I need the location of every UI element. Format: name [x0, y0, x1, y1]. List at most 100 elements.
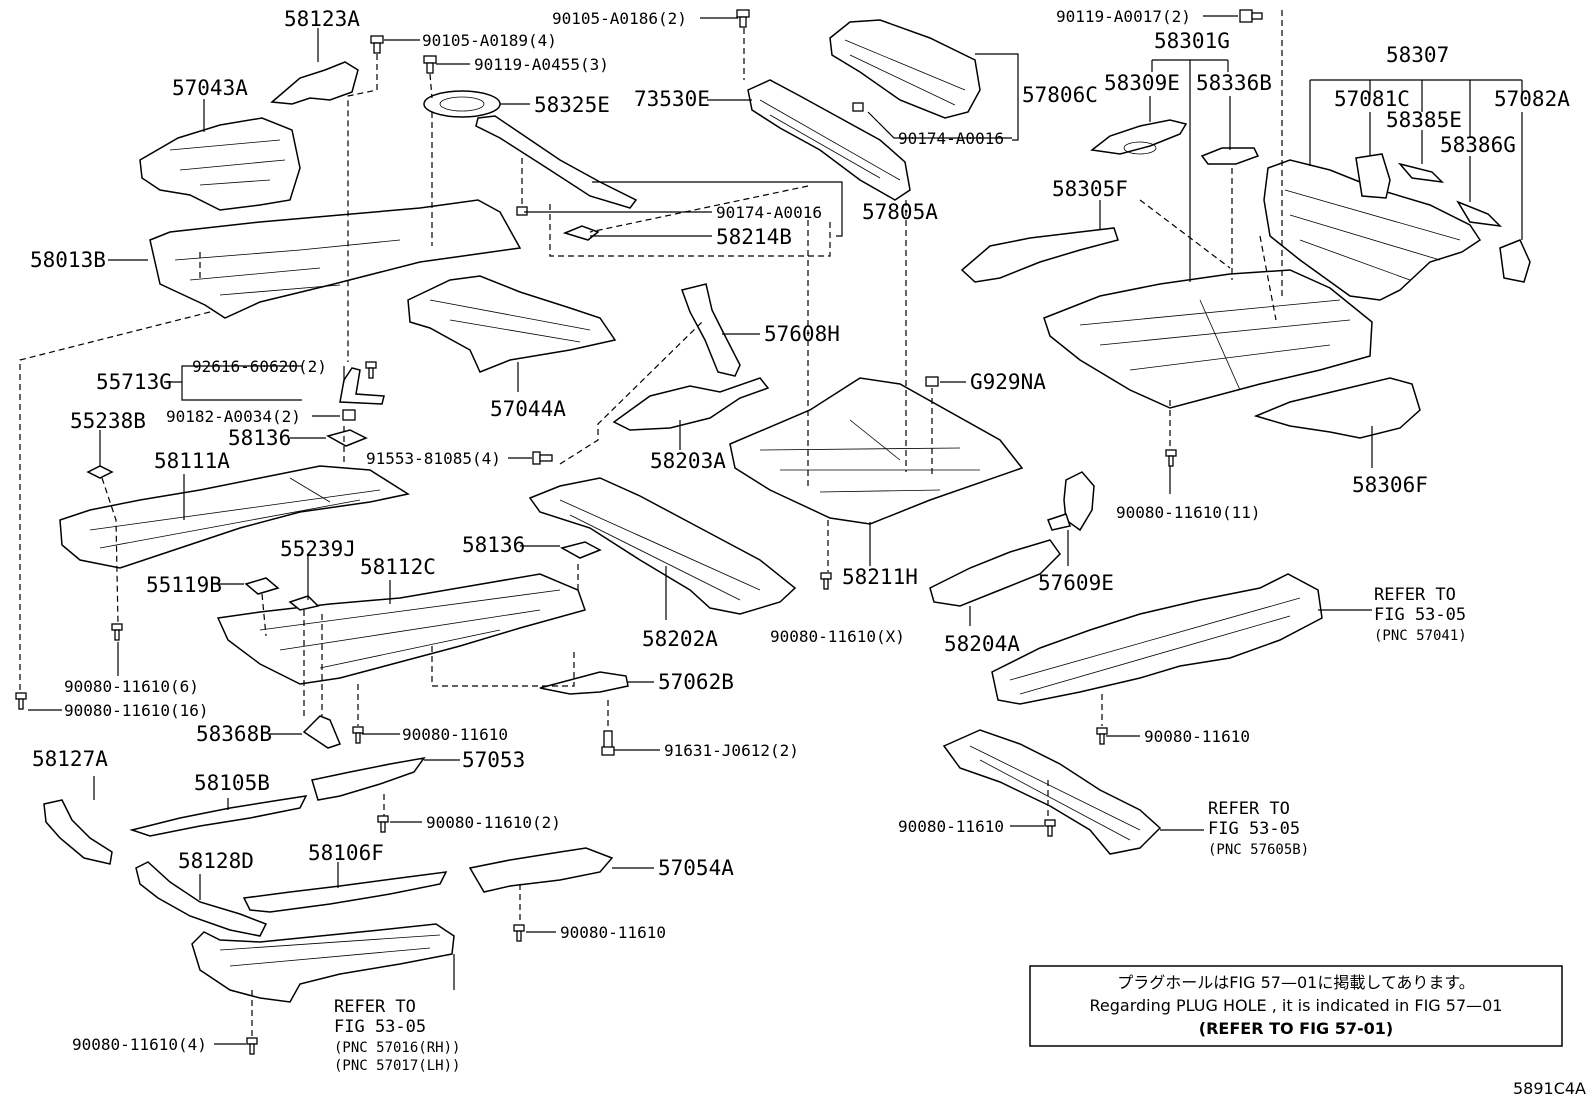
label-57609E[interactable]: 57609E	[1038, 571, 1114, 595]
label-57805A[interactable]: 57805A	[862, 200, 938, 224]
bolt-icon	[1096, 727, 1108, 745]
label-90080-11610-6[interactable]: 90080-11610(6)	[64, 677, 199, 696]
label-58136-a[interactable]: 58136	[228, 426, 291, 450]
label-57054A[interactable]: 57054A	[658, 856, 734, 880]
label-58305F[interactable]: 58305F	[1052, 177, 1128, 201]
label-90174-A0016-a[interactable]: 90174-A0016	[898, 129, 1004, 148]
refer-right-top-line3: (PNC 57041)	[1374, 628, 1467, 644]
label-90182-A0034[interactable]: 90182-A0034(2)	[166, 407, 301, 426]
label-91553-81085[interactable]: 91553-81085(4)	[366, 449, 501, 468]
label-58127A[interactable]: 58127A	[32, 747, 108, 771]
label-58301G[interactable]: 58301G	[1154, 29, 1230, 53]
label-90080-11610-d[interactable]: 90080-11610	[560, 923, 666, 942]
part-57609E	[1063, 471, 1095, 532]
refer-right-top-line2[interactable]: FIG 53-05	[1374, 605, 1466, 625]
label-90080-11610-b[interactable]: 90080-11610	[1144, 727, 1250, 746]
part-58013B	[149, 199, 522, 319]
bolt-icon	[736, 9, 750, 28]
part-58385E	[1397, 162, 1445, 184]
refer-left-line2[interactable]: FIG 53-05	[334, 1017, 426, 1037]
part-58301G	[1043, 269, 1373, 409]
label-58112C[interactable]: 58112C	[360, 555, 436, 579]
part-58136-a	[326, 429, 368, 447]
part-57016-ref	[191, 923, 455, 1003]
label-57044A[interactable]: 57044A	[490, 397, 566, 421]
label-58123A[interactable]: 58123A	[284, 7, 360, 31]
fasteners	[15, 9, 1263, 1055]
note-line-refer[interactable]: (REFER TO FIG 57-01)	[1199, 1019, 1393, 1038]
part-58127A	[43, 799, 113, 865]
label-58211H[interactable]: 58211H	[842, 565, 918, 589]
label-58013B[interactable]: 58013B	[30, 248, 106, 272]
part-58306F	[1253, 377, 1421, 439]
label-57043A[interactable]: 57043A	[172, 76, 248, 100]
label-55713G[interactable]: 55713G	[96, 370, 172, 394]
label-90105-A0186[interactable]: 90105-A0186(2)	[552, 9, 687, 28]
label-55238B[interactable]: 55238B	[70, 409, 146, 433]
label-58136-b[interactable]: 58136	[462, 533, 525, 557]
label-90080-11610-2[interactable]: 90080-11610(2)	[426, 813, 561, 832]
label-58106F[interactable]: 58106F	[308, 841, 384, 865]
bolt-icon	[365, 361, 377, 379]
label-90119-A0455[interactable]: 90119-A0455(3)	[474, 55, 609, 74]
label-58204A[interactable]: 58204A	[944, 632, 1020, 656]
label-57081C[interactable]: 57081C	[1334, 87, 1410, 111]
label-90174-A0016-b[interactable]: 90174-A0016	[716, 203, 822, 222]
part-57608H	[681, 283, 741, 377]
label-58368B[interactable]: 58368B	[196, 722, 272, 746]
refer-right-bottom-line2[interactable]: FIG 53-05	[1208, 819, 1300, 839]
label-90080-11610-X[interactable]: 90080-11610(X)	[770, 627, 905, 646]
bolt-icon	[820, 572, 832, 590]
label-55119B[interactable]: 55119B	[146, 573, 222, 597]
label-58111A[interactable]: 58111A	[154, 449, 230, 473]
label-92616-60620[interactable]: 92616-60620(2)	[192, 357, 327, 376]
nut-icon	[852, 102, 864, 112]
label-58385E[interactable]: 58385E	[1386, 108, 1462, 132]
label-58203A[interactable]: 58203A	[650, 449, 726, 473]
refer-left-line4: (PNC 57017(LH))	[334, 1058, 460, 1074]
label-90080-11610-11[interactable]: 90080-11610(11)	[1116, 503, 1261, 522]
label-58214B[interactable]: 58214B	[716, 225, 792, 249]
part-57805A	[475, 115, 638, 209]
label-90119-A0017[interactable]: 90119-A0017(2)	[1056, 7, 1191, 26]
part-58386G	[1456, 200, 1503, 228]
label-58105B[interactable]: 58105B	[194, 771, 270, 795]
label-57053[interactable]: 57053	[462, 748, 525, 772]
label-57062B[interactable]: 57062B	[658, 670, 734, 694]
label-57082A[interactable]: 57082A	[1494, 87, 1570, 111]
label-58306F[interactable]: 58306F	[1352, 473, 1428, 497]
part-57041-ref	[991, 573, 1323, 705]
label-58325E[interactable]: 58325E	[534, 93, 610, 117]
label-58386G[interactable]: 58386G	[1440, 133, 1516, 157]
label-90105-A0189[interactable]: 90105-A0189(4)	[422, 31, 557, 50]
label-G929NA[interactable]: G929NA	[970, 370, 1046, 394]
label-90080-11610-a[interactable]: 90080-11610	[402, 725, 508, 744]
label-55239J[interactable]: 55239J	[280, 537, 356, 561]
label-73530E[interactable]: 73530E	[634, 87, 710, 111]
bolt-icon	[370, 35, 384, 54]
bolt-icon	[601, 730, 615, 756]
part-57054A	[468, 847, 614, 893]
refer-right-bottom-line3: (PNC 57605B)	[1208, 842, 1309, 858]
label-58309E[interactable]: 58309E	[1104, 71, 1180, 95]
part-58336B	[1200, 147, 1260, 165]
label-58202A[interactable]: 58202A	[642, 627, 718, 651]
label-58128D[interactable]: 58128D	[178, 849, 254, 873]
label-58307[interactable]: 58307	[1386, 43, 1449, 67]
part-58204A	[929, 539, 1061, 607]
label-91631-J0612[interactable]: 91631-J0612(2)	[664, 741, 799, 760]
part-55713G	[339, 367, 385, 405]
refer-right-top-line1: REFER TO	[1374, 585, 1456, 605]
note-line-ja: プラグホールはFIG 57—01に掲載してあります。	[1117, 973, 1475, 992]
label-57608H[interactable]: 57608H	[764, 322, 840, 346]
plug-hole-note: プラグホールはFIG 57—01に掲載してあります。 Regarding PLU…	[1029, 965, 1563, 1047]
label-90080-11610-c[interactable]: 90080-11610	[898, 817, 1004, 836]
label-58336B[interactable]: 58336B	[1196, 71, 1272, 95]
label-57806C[interactable]: 57806C	[1022, 83, 1098, 107]
label-90080-11610-4[interactable]: 90080-11610(4)	[72, 1035, 207, 1054]
label-90080-11610-16[interactable]: 90080-11610(16)	[64, 701, 209, 720]
note-box	[1029, 965, 1563, 1047]
part-58128D	[135, 861, 268, 937]
part-57081C	[1355, 153, 1391, 199]
